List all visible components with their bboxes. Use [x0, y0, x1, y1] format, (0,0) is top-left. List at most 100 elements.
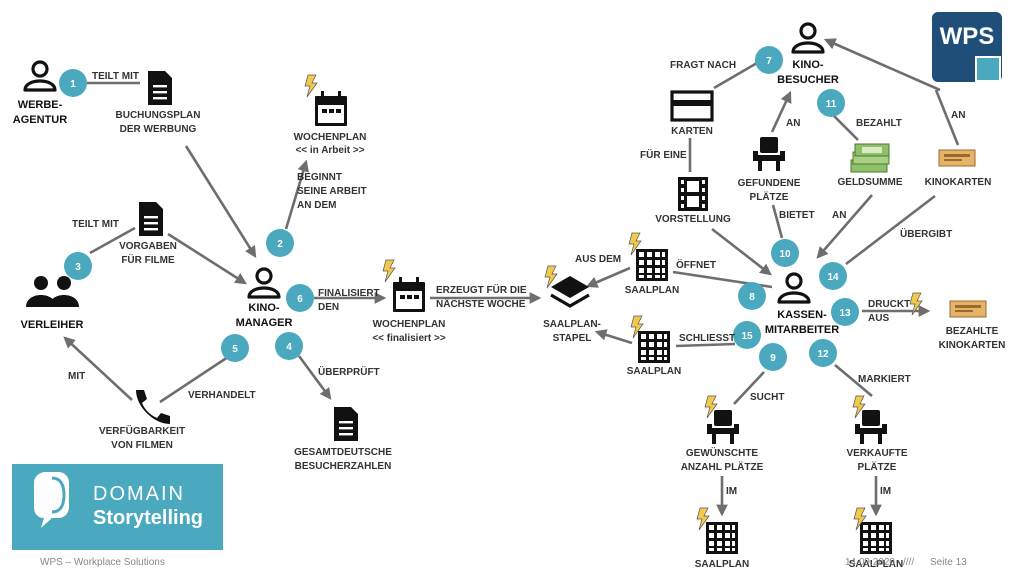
node-label: VORSTELLUNG	[655, 214, 731, 225]
step-badge: 13	[839, 308, 851, 319]
node-label: MANAGER	[236, 317, 293, 329]
step-badges: 1 2 3 4 5 6 7 8 9 10 11 12 13 14 15	[59, 46, 859, 371]
person-icon	[23, 60, 57, 92]
edge-buchungsplan-manager	[184, 145, 257, 258]
edge-label: ÜBERGIBT	[900, 227, 952, 240]
node-label: KARTEN	[671, 126, 713, 137]
node-label: VERKAUFTE	[846, 448, 907, 459]
seatplan-icon	[860, 522, 892, 554]
seatplan-icon	[706, 522, 738, 554]
edge-label: MIT	[68, 371, 85, 382]
edge-label: DEN	[318, 302, 339, 313]
node-labels: WERBE- AGENTUR BUCHUNGSPLAN DER WERBUNG …	[13, 59, 1006, 570]
step-badge: 12	[817, 349, 829, 360]
ticket-icon	[938, 149, 976, 167]
step-badge: 7	[766, 56, 772, 67]
step-badge: 5	[232, 344, 238, 355]
edge-vorstellung-kasse	[711, 227, 772, 276]
node-label: ANZAHL PLÄTZE	[681, 460, 764, 473]
edge-label: AUS DEM	[575, 254, 621, 265]
node-label: WERBE-	[18, 99, 63, 111]
lightning-icon	[304, 74, 318, 98]
document-icon	[148, 71, 172, 105]
edge-label: IM	[726, 486, 737, 497]
step-badge: 3	[75, 262, 81, 273]
node-label: AGENTUR	[13, 114, 67, 126]
lightning-icon	[382, 259, 396, 283]
edge-labels: TEILT MIT BEGINNT SEINE ARBEIT AN DEM TE…	[68, 60, 965, 497]
edge-kasse-gewuenscht	[733, 371, 765, 405]
node-label: GESAMTDEUTSCHE	[294, 447, 392, 458]
edge-label: FINALISIERT	[318, 288, 380, 299]
ticket-icon	[949, 300, 987, 318]
edge-label: BEGINNT	[297, 172, 342, 183]
footer-date: 14.09.2020	[845, 557, 895, 568]
step-badge: 10	[779, 249, 791, 260]
step-badge: 14	[827, 272, 839, 283]
group-icon	[26, 276, 79, 307]
edge-label: ERZEUGT FÜR DIE	[436, 283, 527, 296]
node-label: VERLEIHER	[21, 319, 84, 331]
edge-label: ÜBERPRÜFT	[318, 365, 380, 378]
calendar-icon	[315, 91, 347, 126]
node-label: GEWÜNSCHTE	[686, 446, 759, 459]
speech-bubble-icon	[34, 472, 69, 528]
node-label: STAPEL	[553, 333, 592, 344]
edge-label: IM	[880, 486, 891, 497]
edge-label: BEZAHLT	[856, 118, 902, 129]
node-label: BUCHUNGSPLAN	[116, 110, 201, 121]
node-label: << finalisiert >>	[372, 333, 446, 344]
person-icon	[777, 272, 811, 304]
edge-label: SUCHT	[750, 392, 784, 403]
footer-company: WPS – Workplace Solutions	[40, 557, 165, 568]
node-label: WOCHENPLAN	[294, 132, 367, 143]
film-strip-icon	[678, 177, 708, 211]
edge-saalplan-stapel-2	[594, 329, 633, 345]
edge-kinokarten-to-besucher	[823, 38, 941, 92]
edge-label: AN	[832, 210, 846, 221]
banner-line-2: Storytelling	[93, 507, 203, 529]
edge-phone-verleiher	[63, 336, 133, 401]
edge-kasse-verkauft	[834, 364, 873, 397]
chair-icon	[855, 410, 887, 444]
node-label: BESUCHER	[777, 74, 839, 86]
edge-kinokarten-besucher	[934, 89, 960, 146]
edge-label: AUS	[868, 313, 889, 324]
edge-label: TEILT MIT	[92, 71, 139, 82]
chair-icon	[753, 137, 785, 171]
edge-label: FRAGT NACH	[670, 60, 736, 71]
step-badge: 4	[286, 342, 292, 353]
person-icon	[791, 22, 825, 54]
edge-besucher-karten	[713, 61, 758, 90]
step-badge: 6	[297, 294, 303, 305]
phone-icon	[136, 390, 170, 424]
edge-besucher-geld	[829, 111, 859, 141]
edge-label: SCHLIESST	[679, 333, 735, 344]
wps-logo-text: WPS	[940, 23, 995, 50]
edge-label: MARKIERT	[858, 374, 911, 385]
edge-label: ÖFFNET	[676, 258, 716, 271]
domain-storytelling-banner: DOMAIN Storytelling	[12, 464, 223, 550]
node-label: FÜR FILME	[121, 253, 175, 266]
node-label: << in Arbeit >>	[295, 145, 364, 156]
step-badge: 9	[770, 353, 776, 364]
step-badge: 2	[277, 239, 283, 250]
node-label: SAALPLAN-	[543, 319, 601, 330]
edge-manager-phone	[159, 351, 235, 404]
node-label: VORGABEN	[119, 241, 177, 252]
node-label: MITARBEITER	[765, 324, 839, 336]
node-label: KINO-	[792, 59, 824, 71]
node-label: BEZAHLTE	[946, 326, 999, 337]
edge-label: VERHANDELT	[188, 390, 256, 401]
edge-label: AN	[951, 110, 965, 121]
edge-kasse-kinokarten	[845, 194, 936, 266]
edge-kasse-saalplan-schliesst	[675, 342, 736, 348]
icons	[23, 22, 987, 554]
seatplan-icon	[636, 249, 668, 281]
edge-saalplan-stapel	[585, 266, 631, 288]
person-icon	[247, 267, 281, 299]
edge-plaetze-besucher	[770, 90, 792, 133]
node-label: KASSEN-	[777, 309, 827, 321]
banner-line-1: DOMAIN	[93, 483, 185, 505]
